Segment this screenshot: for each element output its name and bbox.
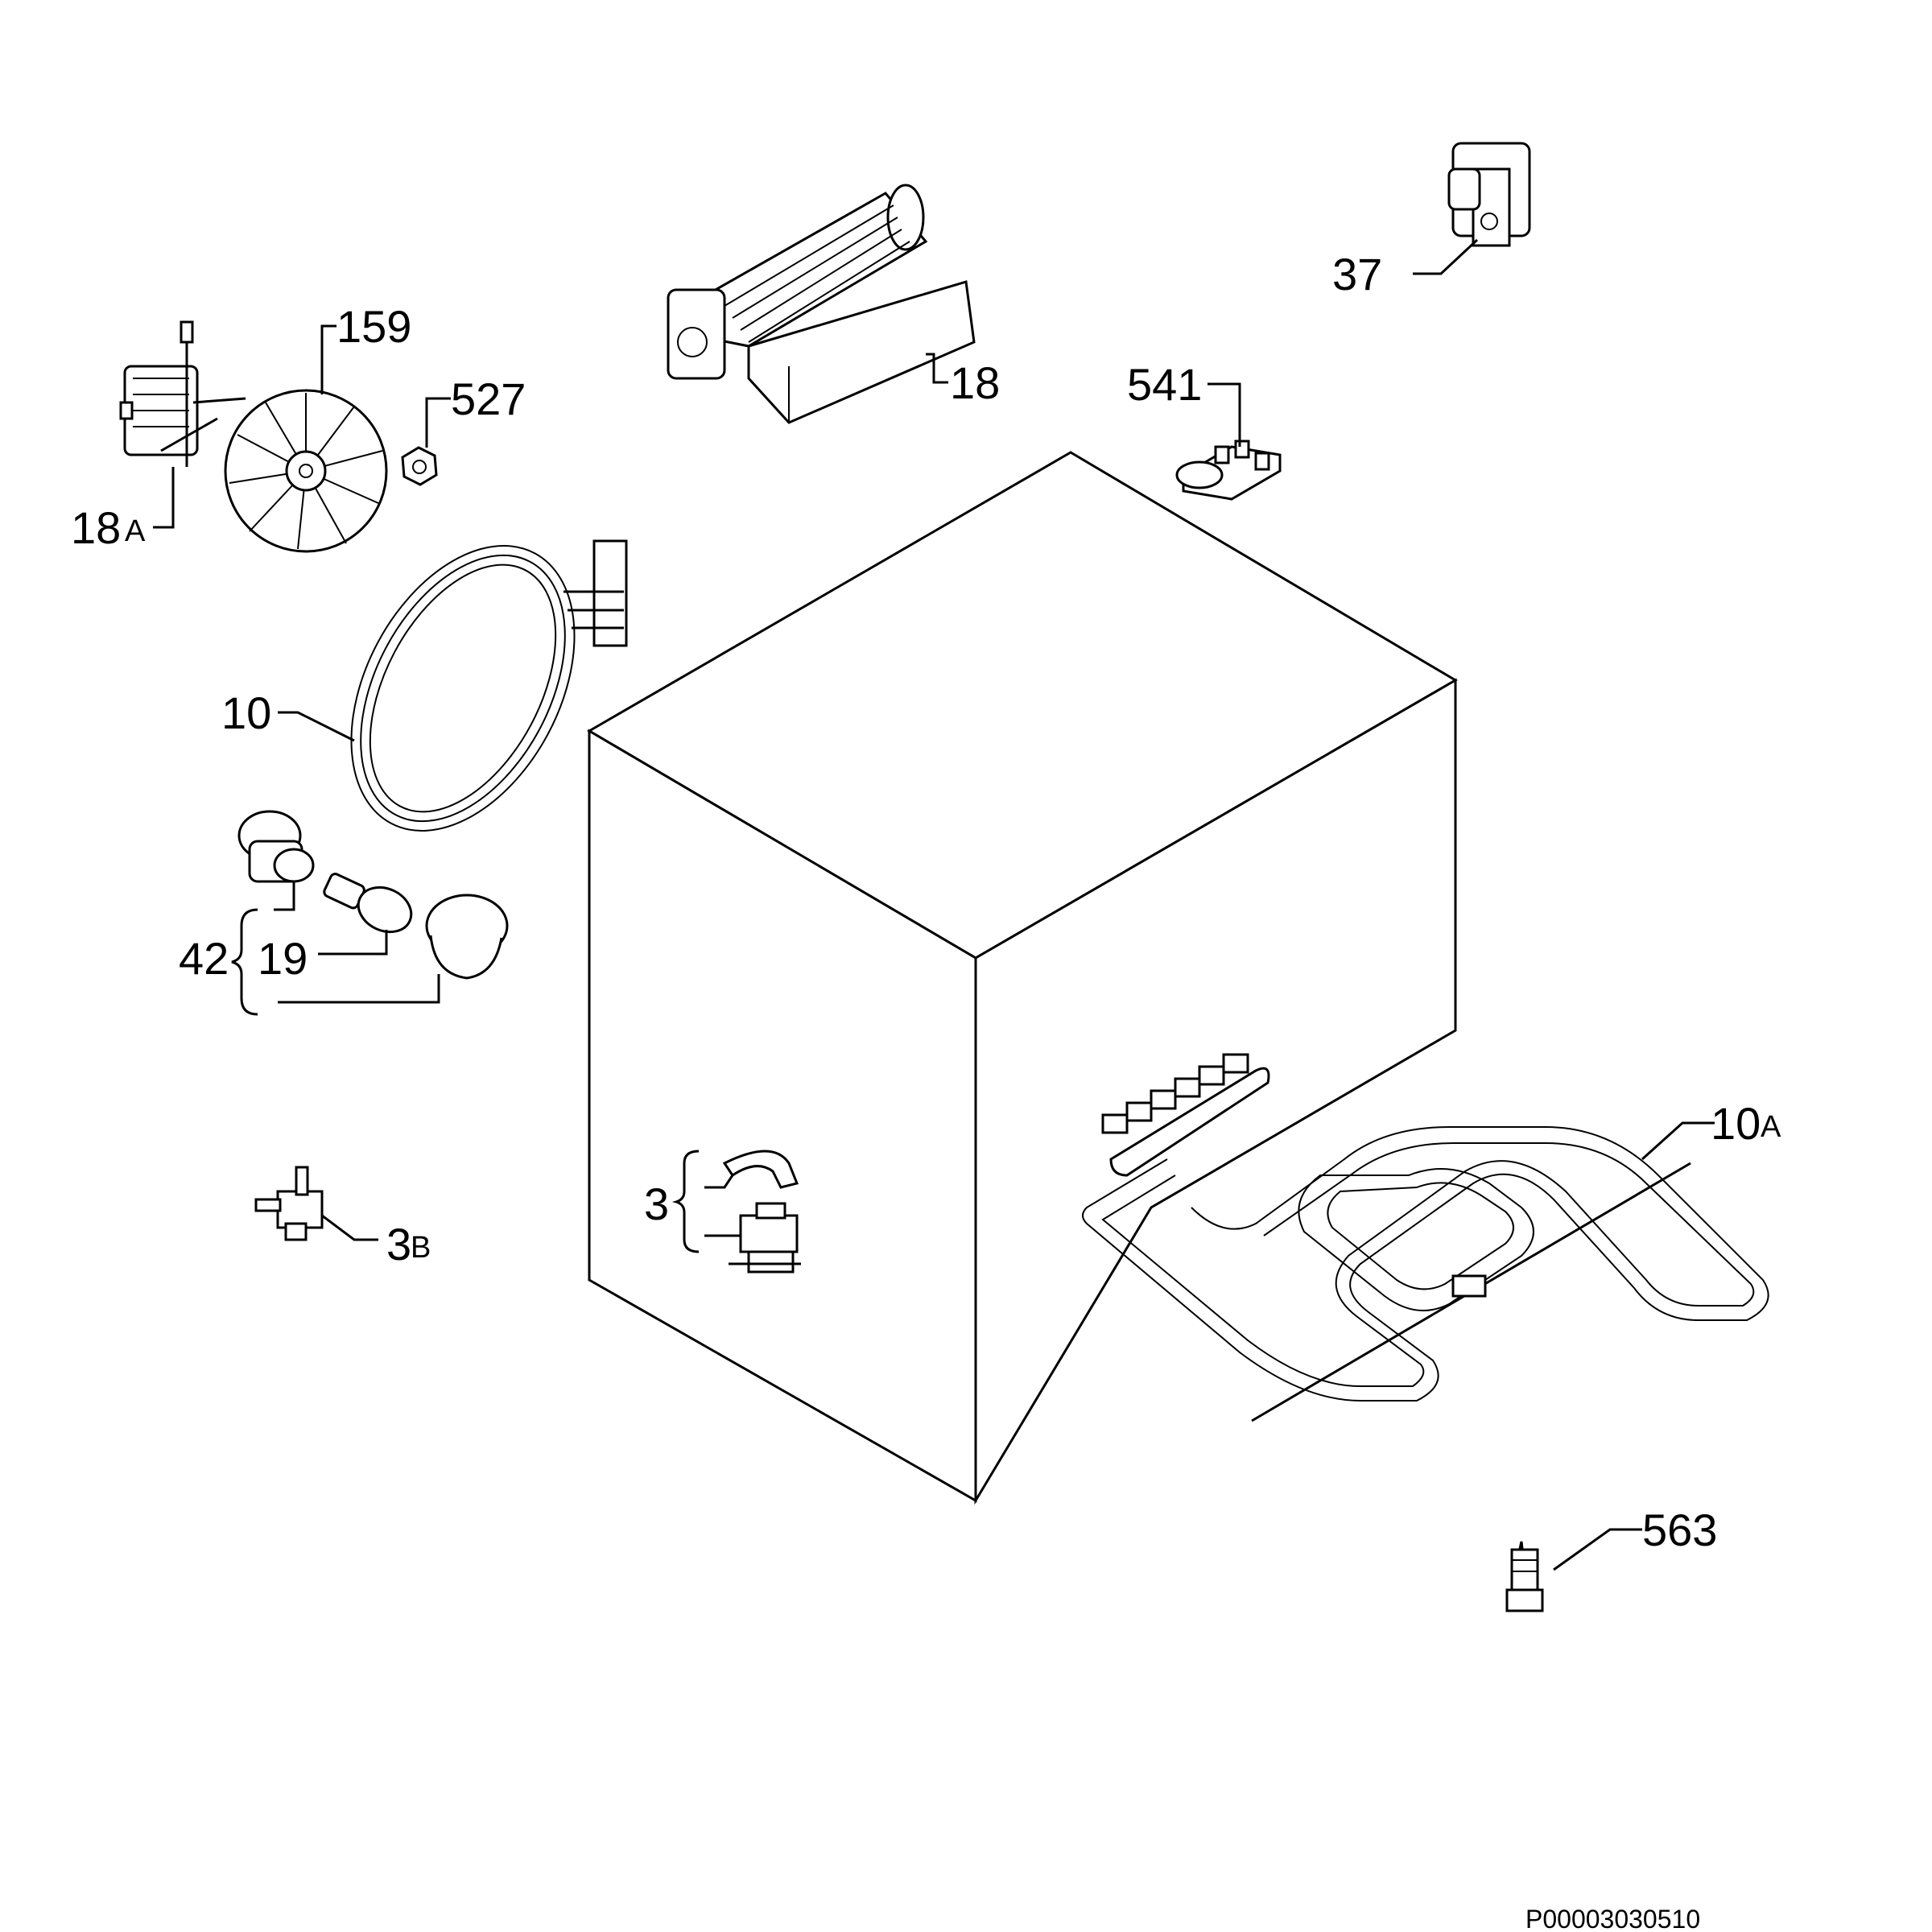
leader-10 <box>278 711 355 742</box>
lamp-holder-part <box>237 810 315 883</box>
leader-18a <box>153 467 175 529</box>
label-19: 19 <box>258 933 308 984</box>
label-10: 10 <box>221 687 271 738</box>
label-563: 563 <box>1642 1505 1717 1555</box>
thermostat-part-3b <box>254 1166 324 1241</box>
connector-block-part-541 <box>1175 440 1282 501</box>
label-18a: 18 <box>71 502 121 553</box>
leader-159 <box>320 324 336 394</box>
label-10a-suffix: A <box>1761 1110 1781 1144</box>
label-3b: 3 <box>386 1219 411 1269</box>
label-3: 3 <box>644 1179 669 1229</box>
brace-42 <box>231 908 258 1016</box>
leader-42-a <box>274 881 295 911</box>
leader-3b <box>321 1214 378 1241</box>
oven-cavity-box <box>587 451 1458 1505</box>
tangential-fan-part-18 <box>667 184 976 424</box>
lamp-bulb-part-19 <box>323 873 413 934</box>
leader-19 <box>318 930 388 956</box>
label-18: 18 <box>950 357 1000 408</box>
leader-3-a <box>704 1174 734 1189</box>
label-159: 159 <box>336 301 411 352</box>
leader-42-b <box>278 974 440 1004</box>
leader-527 <box>425 397 451 448</box>
label-527: 527 <box>451 374 526 424</box>
grill-heating-element-part-10a <box>1082 1053 1769 1422</box>
foot-part-563 <box>1505 1541 1544 1612</box>
label-42: 42 <box>179 933 229 984</box>
label-3b-suffix: B <box>411 1231 431 1265</box>
leader-10a <box>1641 1121 1715 1161</box>
thermal-fuse-part <box>729 1202 801 1274</box>
label-37: 37 <box>1332 249 1382 299</box>
fan-impeller-part-159 <box>224 389 388 553</box>
leader-18 <box>926 353 948 384</box>
nut-part-527 <box>401 446 438 486</box>
thermal-fuse-clip-part <box>722 1150 799 1189</box>
label-18a-suffix: A <box>125 514 146 548</box>
label-541: 541 <box>1127 359 1202 410</box>
circular-heating-element-part-10 <box>350 539 628 832</box>
label-10a: 10 <box>1711 1098 1761 1149</box>
leader-541 <box>1208 382 1241 447</box>
brace-3 <box>671 1150 700 1253</box>
lamp-cover-part <box>425 894 509 980</box>
door-switch-part-37 <box>1447 142 1531 247</box>
leader-37 <box>1413 238 1479 275</box>
leader-563 <box>1553 1528 1642 1571</box>
drawing-code: P00003030510 <box>1525 1905 1700 1932</box>
fan-motor-part-18a <box>119 320 246 467</box>
